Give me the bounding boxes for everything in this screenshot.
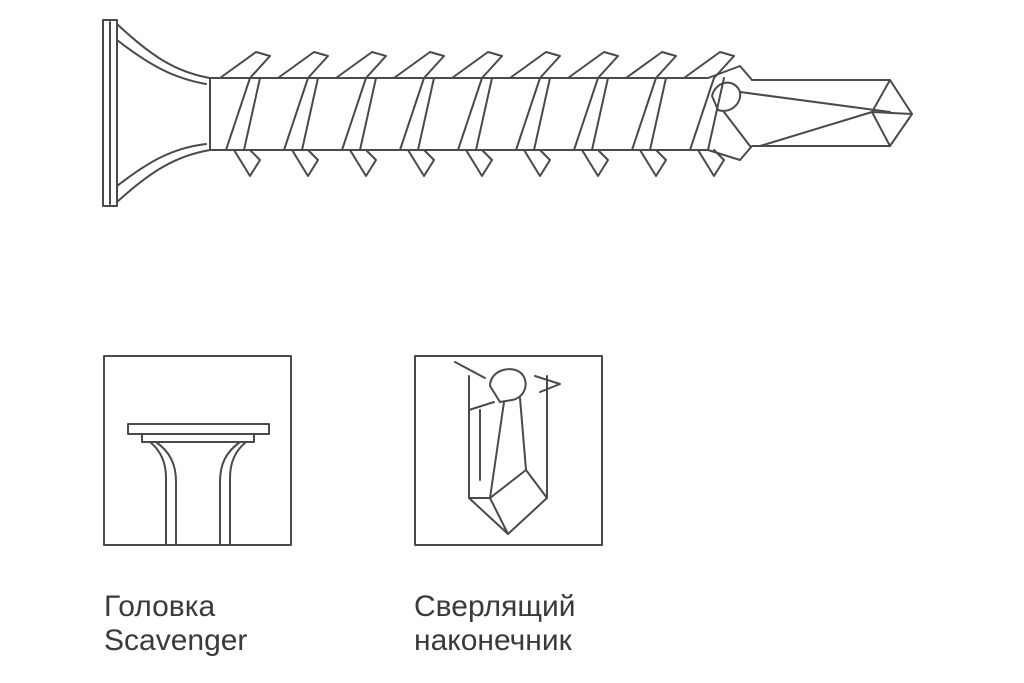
- screw-drill-tip: [707, 65, 913, 161]
- screw-head-plate: [102, 19, 118, 207]
- scavenger-head-detail: [103, 355, 292, 546]
- drill-tip-detail: [414, 355, 603, 546]
- thread-crest: [393, 51, 445, 177]
- thread-crest: [683, 51, 735, 177]
- thread-crest: [625, 51, 677, 177]
- caption-drill-tip: Сверлящий наконечник: [414, 590, 576, 658]
- caption-tip-line2: наконечник: [414, 624, 572, 657]
- caption-scavenger-head: Головка Scavenger: [104, 590, 247, 658]
- head-detail-plate: [127, 423, 270, 435]
- thread-crest: [335, 51, 387, 177]
- caption-head-line2: Scavenger: [104, 624, 248, 657]
- screw-threads: [219, 51, 735, 177]
- tip-detail-frame: [414, 355, 603, 546]
- thread-crest: [567, 51, 619, 177]
- caption-tip-line1: Сверлящий: [414, 590, 576, 623]
- screw-drawing: [102, 19, 913, 207]
- thread-crest: [219, 51, 271, 177]
- head-detail-frame: [103, 355, 292, 546]
- thread-crest: [277, 51, 329, 177]
- thread-crest: [451, 51, 503, 177]
- caption-head-line1: Головка: [104, 590, 216, 623]
- thread-crest: [509, 51, 561, 177]
